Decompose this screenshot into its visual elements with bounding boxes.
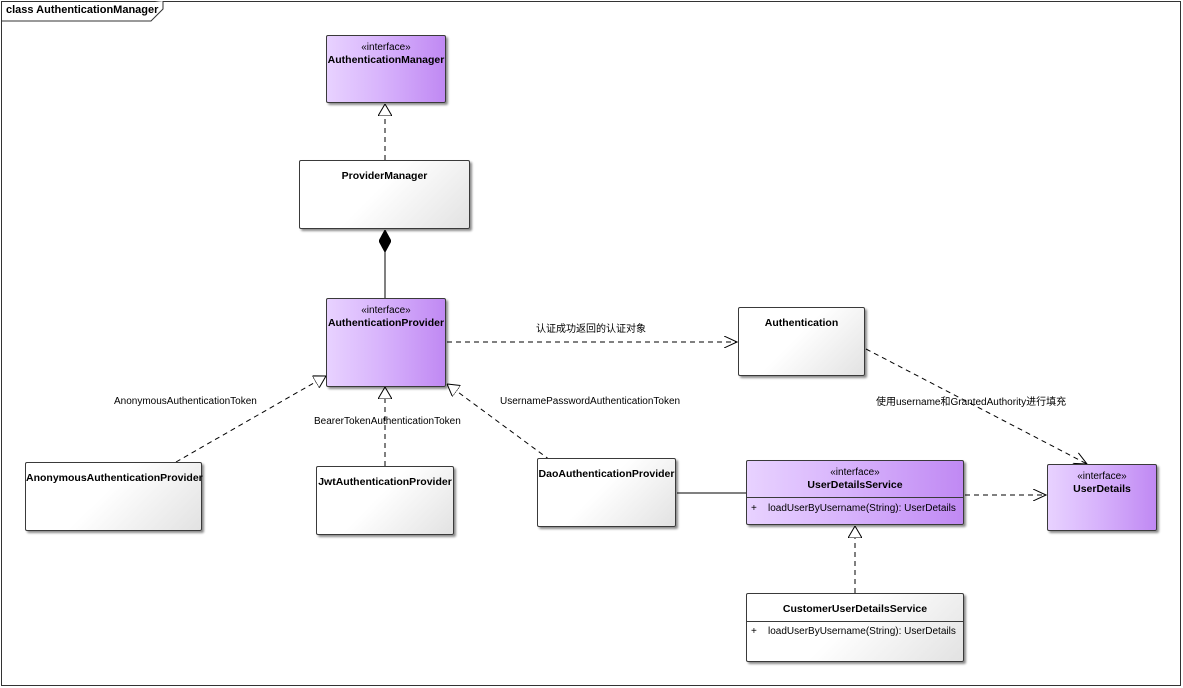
class-authentication-provider[interactable]: «interface» AuthenticationProvider: [326, 298, 446, 387]
edge-label-returns-auth: 认证成功返回的认证对象: [536, 324, 646, 335]
class-name: UserDetails: [1073, 483, 1131, 495]
frame-tab: [1, 1, 164, 22]
class-name: DaoAuthenticationProvider: [538, 468, 675, 480]
class-name: AnonymousAuthenticationProvider: [26, 472, 203, 484]
operations-compartment: [747, 621, 963, 622]
class-anonymous-authentication-provider[interactable]: AnonymousAuthenticationProvider: [25, 462, 203, 531]
class-jwt-authentication-provider[interactable]: JwtAuthenticationProvider: [316, 466, 454, 535]
frame-label: class AuthenticationManager: [6, 4, 159, 16]
class-authentication[interactable]: Authentication: [738, 307, 865, 376]
stereotype-label: «interface»: [361, 42, 411, 53]
class-name: AuthenticationProvider: [327, 317, 445, 329]
class-user-details-service[interactable]: «interface» UserDetailsService + loadUse…: [746, 460, 964, 525]
class-provider-manager[interactable]: ProviderManager: [299, 160, 470, 229]
visibility-marker: +: [751, 626, 757, 637]
operations-compartment: [747, 497, 963, 498]
stereotype-label: «interface»: [361, 305, 411, 316]
stereotype-label: «interface»: [1077, 471, 1127, 482]
class-name: UserDetailsService: [807, 479, 903, 491]
stereotype-label: «interface»: [830, 467, 880, 478]
class-name: JwtAuthenticationProvider: [318, 476, 452, 488]
edge-dao-realizes-provider: [447, 384, 551, 461]
class-name: Authentication: [764, 317, 839, 329]
edge-authentication-uses-userdetails: [865, 348, 1087, 464]
edge-label-anonymous-token: AnonymousAuthenticationToken: [114, 396, 257, 407]
class-dao-authentication-provider[interactable]: DaoAuthenticationProvider: [537, 458, 676, 527]
class-name: CustomerUserDetailsService: [782, 603, 928, 615]
operation-signature: loadUserByUsername(String): UserDetails: [768, 503, 956, 514]
class-customer-user-details-service[interactable]: CustomerUserDetailsService + loadUserByU…: [746, 593, 964, 662]
visibility-marker: +: [751, 503, 757, 514]
class-user-details[interactable]: «interface» UserDetails: [1047, 464, 1157, 531]
edge-label-fill-with: 使用username和GrantedAuthority进行填充: [876, 397, 1067, 408]
operation-signature: loadUserByUsername(String): UserDetails: [768, 626, 956, 637]
edge-anonymous-realizes-provider: [175, 376, 326, 463]
class-name: ProviderManager: [341, 170, 428, 182]
class-authentication-manager[interactable]: «interface» AuthenticationManager: [326, 35, 446, 103]
edge-label-bearer-token: BearerTokenAuthenticationToken: [314, 416, 461, 427]
class-name: AuthenticationManager: [327, 54, 445, 66]
edge-label-username-token: UsernamePasswordAuthenticationToken: [500, 396, 681, 407]
